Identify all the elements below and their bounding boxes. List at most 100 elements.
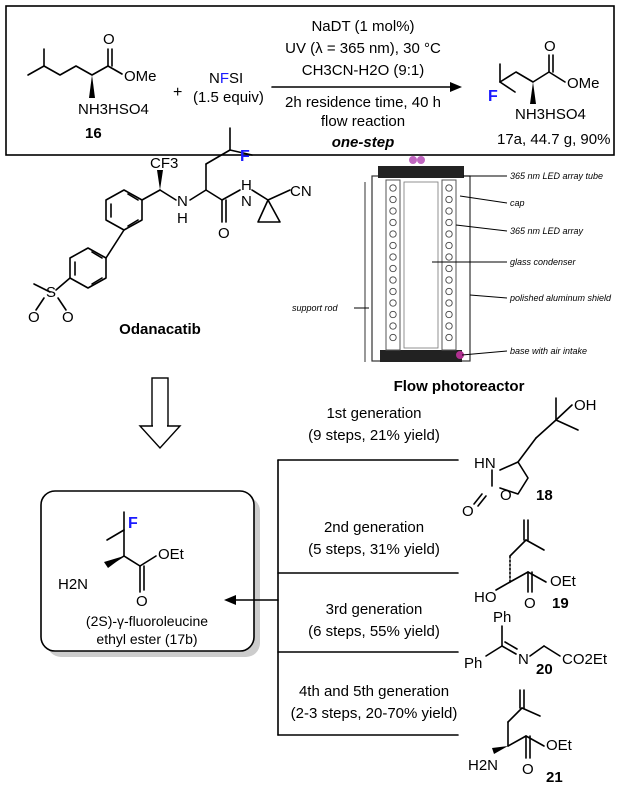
reactor-label-support-rod: support rod [292, 303, 339, 313]
led-dot [445, 287, 453, 296]
target-box [40, 490, 255, 652]
odanacatib-nitrile: CN [290, 183, 312, 200]
plus-sign: + [173, 84, 182, 101]
reactant-16-ome: OMe [124, 68, 157, 85]
reactant-16-structure [27, 48, 123, 98]
led-dot [445, 253, 453, 261]
gen4-title: 4th and 5th generation [299, 683, 449, 700]
condition-residence: 2h residence time, 40 h [285, 94, 441, 111]
led-dot [445, 195, 453, 204]
gen1-detail: (9 steps, 21% yield) [308, 427, 440, 444]
compound-21-ethoxy: OEt [546, 737, 573, 754]
odanacatib-sulfur: S [46, 284, 56, 301]
product-17a-fluorine: F [488, 88, 498, 105]
led-dot [445, 241, 453, 250]
gen3-title: 3rd generation [326, 601, 423, 618]
led-dot [445, 184, 453, 192]
one-step-label: one-step [332, 134, 395, 151]
led-dot [445, 207, 453, 215]
gen2-title: 2nd generation [324, 519, 424, 536]
condition-solvent: CH3CN-H2O (9:1) [302, 62, 425, 79]
led-dot [389, 241, 397, 250]
target-oxygen: O [136, 593, 148, 610]
gen4-detail: (2-3 steps, 20-70% yield) [291, 705, 458, 722]
odanacatib-hydrogen-1: H [177, 210, 188, 227]
led-dot [389, 310, 397, 319]
led-dot [445, 230, 453, 238]
target-ethoxy: OEt [158, 546, 185, 563]
reaction-box [5, 5, 615, 156]
product-17a-ome: OMe [567, 75, 600, 92]
compound-18-hydroxyl: OH [574, 397, 597, 414]
product-17a-structure [499, 54, 566, 104]
compound-18-label: 18 [536, 487, 553, 504]
led-dot [445, 310, 453, 319]
condition-uv: UV (λ = 365 nm), 30 °C [285, 40, 441, 57]
compound-21-oxygen: O [522, 761, 534, 778]
retro-arrow [138, 377, 182, 450]
target-fluorine: F [128, 515, 138, 532]
compound-18-ring-o: O [500, 487, 512, 504]
led-dot [445, 333, 453, 342]
odanacatib-nitrogen-1: N [177, 193, 188, 210]
reactor-label-led-array: 365 nm LED array [510, 226, 584, 236]
compound-20-phenyl-2: Ph [464, 655, 482, 672]
led-dot [389, 322, 397, 330]
odanacatib-structure [33, 127, 291, 311]
photoreactor-title: Flow photoreactor [394, 378, 525, 395]
led-dot [389, 184, 397, 192]
odanacatib-fluorine: F [240, 148, 250, 165]
photoreactor-leaders [354, 175, 508, 356]
led-dot [445, 299, 453, 307]
compound-18-carbonyl-o: O [462, 503, 474, 520]
target-name-line1: (2S)-γ-fluoroleucine [86, 613, 208, 629]
odanacatib-nitrogen-2: N [241, 193, 252, 210]
led-dot [389, 253, 397, 261]
target-amine: H2N [58, 576, 88, 593]
reactant-16-oxygen: O [103, 31, 115, 48]
reactant-16-amine: NH3HSO4 [78, 101, 149, 118]
odanacatib-oxygen: O [218, 225, 230, 242]
condition-catalyst: NaDT (1 mol%) [311, 18, 414, 35]
led-dot [389, 299, 397, 307]
compound-20-structure [485, 625, 561, 657]
led-dot [389, 333, 397, 342]
led-dot [389, 207, 397, 215]
led-dot [389, 218, 397, 227]
product-17a-amine: NH3HSO4 [515, 106, 586, 123]
compound-20-label: 20 [536, 661, 553, 678]
led-dot [389, 264, 397, 273]
reaction-arrow-head [450, 82, 462, 92]
led-dot [389, 287, 397, 296]
odanacatib-cf3: CF3 [150, 155, 178, 172]
gen1-title: 1st generation [326, 405, 421, 422]
led-dot [445, 264, 453, 273]
compound-19-hydroxyl: HO [474, 589, 497, 606]
product-17a-label: 17a, 44.7 g, 90% [497, 131, 610, 148]
led-dot [389, 276, 397, 284]
nfsi-reagent: NFSI [209, 70, 243, 87]
compound-21-label: 21 [546, 769, 563, 786]
compound-19-structure [495, 519, 547, 593]
target-name-line2: ethyl ester (17b) [96, 631, 197, 647]
target-structure [104, 511, 157, 593]
compound-21-amine: H2N [468, 757, 498, 774]
odanacatib-name: Odanacatib [119, 321, 201, 338]
reactant-16-label: 16 [85, 125, 102, 142]
compound-20-ester: CO2Et [562, 651, 608, 668]
photoreactor-drawing [364, 156, 471, 362]
compound-19-label: 19 [552, 595, 569, 612]
generation-bracket [224, 459, 459, 736]
photoreactor-dots [389, 184, 453, 342]
odanacatib-sulfonyl-o1: O [62, 309, 74, 326]
reactor-label-shield: polished aluminum shield [509, 293, 612, 303]
compound-20-nitrogen: N [518, 651, 529, 668]
gen3-detail: (6 steps, 55% yield) [308, 623, 440, 640]
compound-19-oxygen: O [524, 595, 536, 612]
condition-flow: flow reaction [321, 113, 405, 130]
reactor-label-cap: cap [510, 198, 525, 208]
odanacatib-sulfonyl-o2: O [28, 309, 40, 326]
led-dot [389, 195, 397, 204]
reactor-label-led-tube: 365 nm LED array tube [510, 171, 603, 181]
